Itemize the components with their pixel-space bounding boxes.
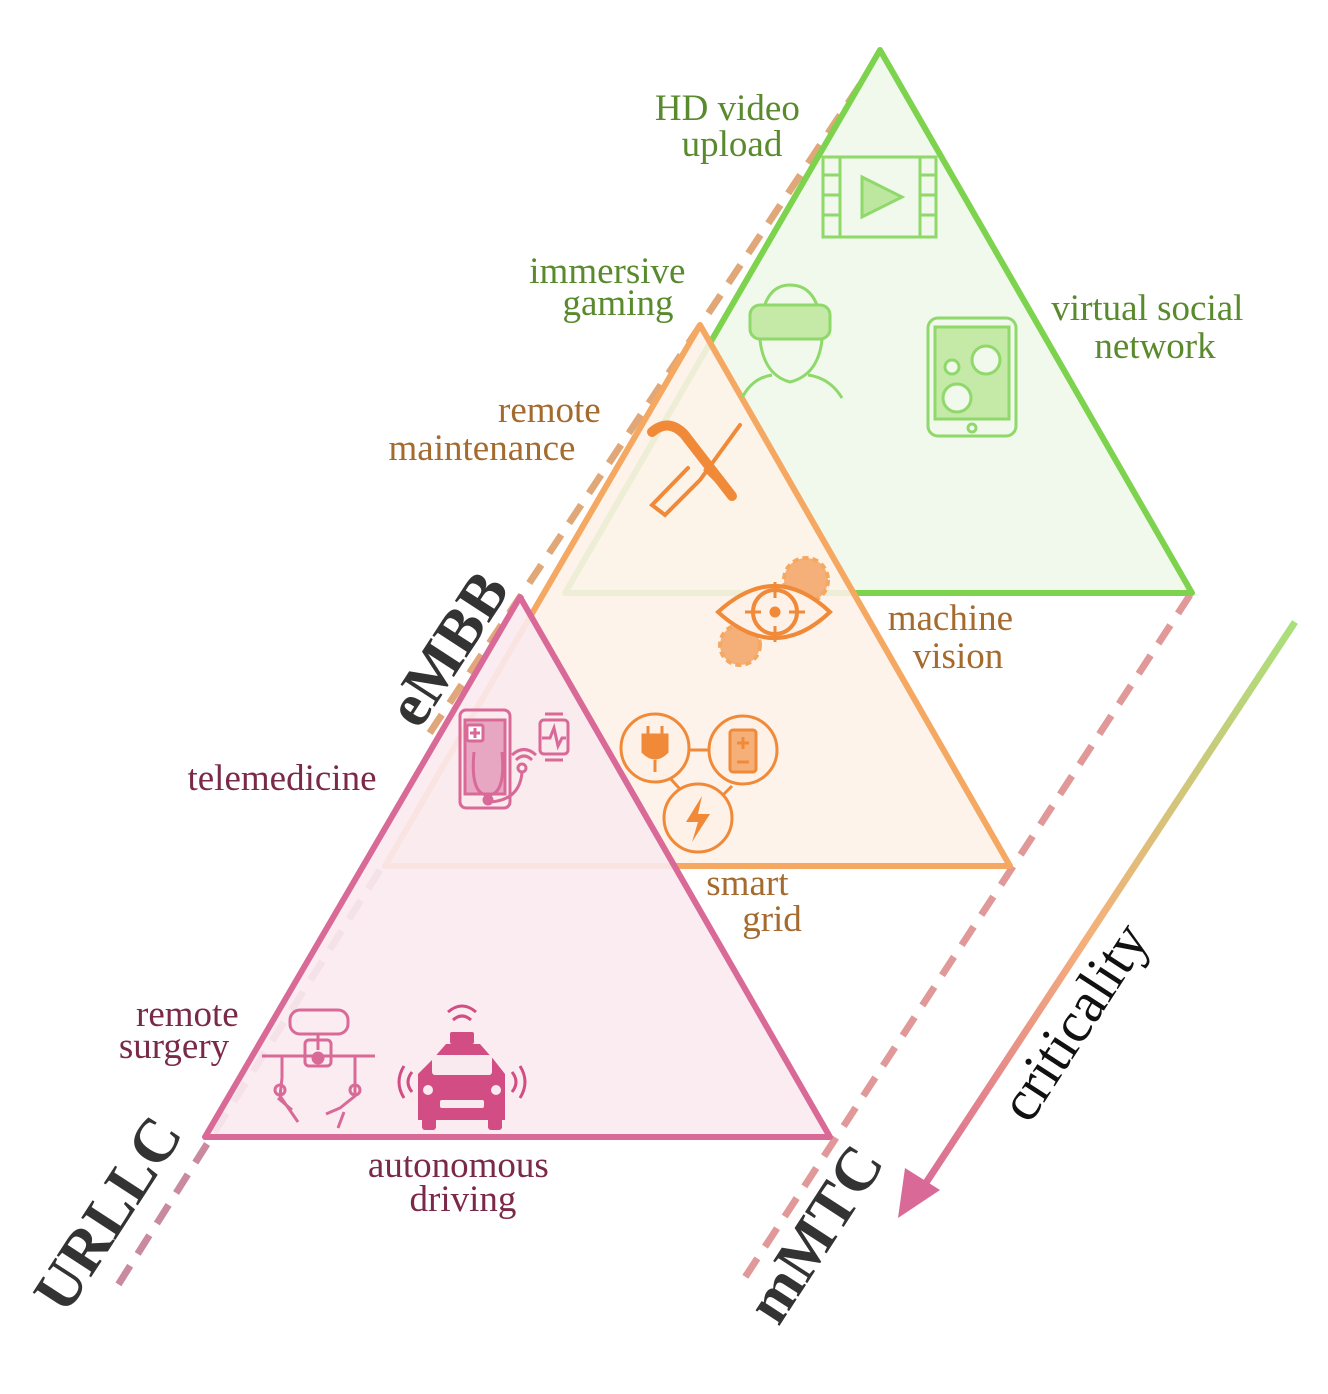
- smart-grid-icon: [619, 712, 779, 854]
- mmtc-axis-dashed: [737, 593, 1193, 1287]
- mmtc-axis-label: mMTC: [733, 1133, 897, 1335]
- virtual-social-network-label: virtual social network: [1051, 288, 1252, 367]
- film-play-icon: [821, 155, 938, 239]
- eye-gears-icon: [715, 556, 833, 667]
- tablet-social-icon: [926, 316, 1018, 438]
- car-icon: [397, 1004, 527, 1130]
- urllc-triangle: [202, 594, 833, 1140]
- urllc-axis-label: URLLC: [21, 1105, 196, 1324]
- telemedicine-label: telemedicine: [187, 758, 376, 799]
- criticality-label: criticality: [986, 910, 1162, 1132]
- vr-headset-icon: [740, 283, 844, 399]
- remote-surgery-label: remote surgery: [119, 994, 248, 1067]
- robot-arm-icon: [262, 1008, 375, 1129]
- smart-grid-label: smart grid: [706, 863, 802, 940]
- wrench-screwdriver-icon: [647, 420, 742, 518]
- remote-maintenance-label: remote maintenance: [389, 390, 610, 469]
- autonomous-driving-label: autonomous driving: [368, 1145, 558, 1220]
- hd-video-upload-label: HD video upload: [655, 88, 809, 165]
- criticality-arrow-line: [915, 620, 1298, 1197]
- criticality-arrowhead: [898, 1168, 940, 1218]
- immersive-gaming-label: immersive gaming: [529, 251, 694, 324]
- machine-vision-label: machine vision: [888, 598, 1023, 677]
- phone-stethoscope-icon: [458, 708, 570, 810]
